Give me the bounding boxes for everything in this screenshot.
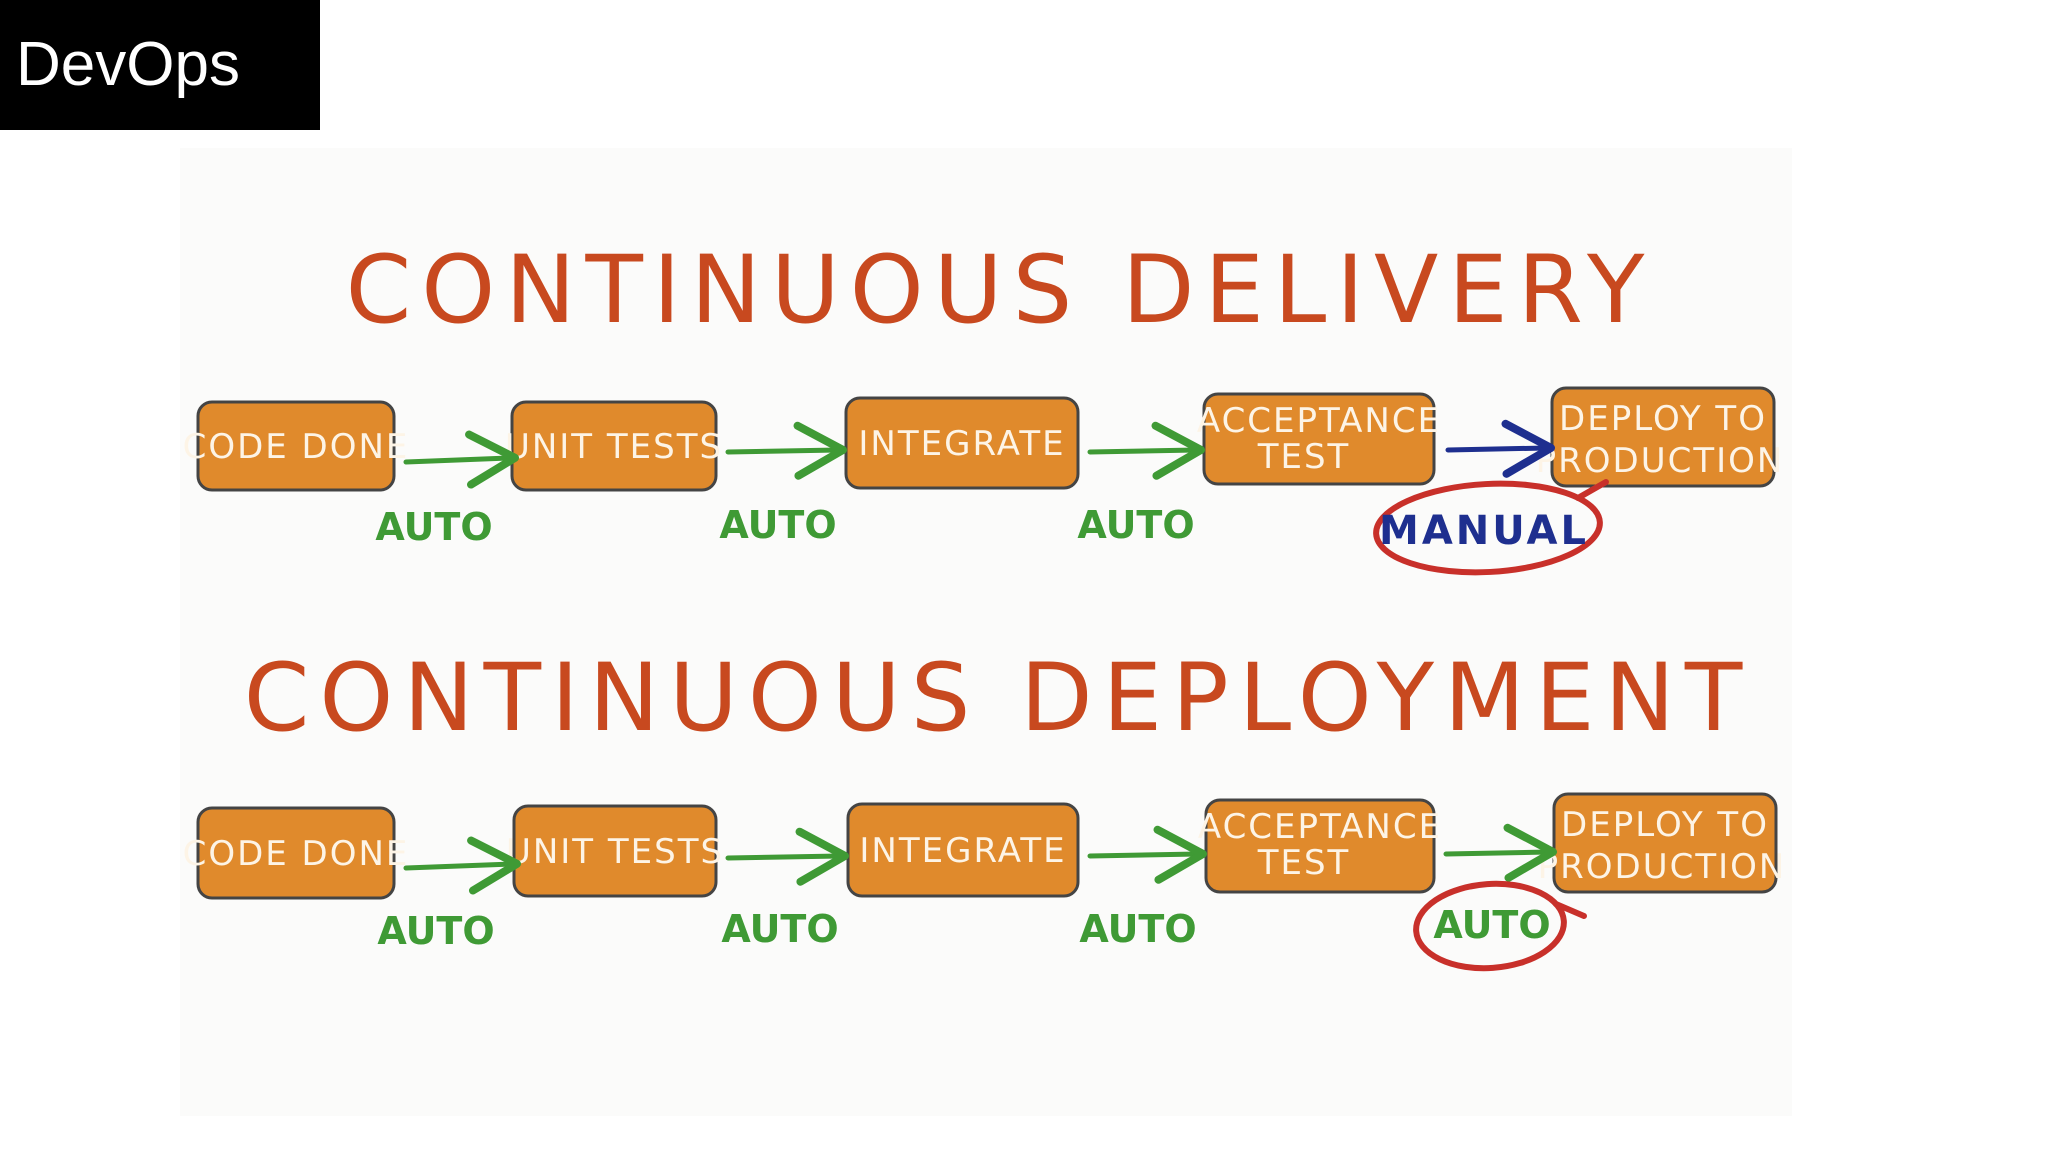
slide-tag: DevOps <box>0 0 320 130</box>
transition-label: AUTO <box>1433 903 1550 947</box>
deployment-step-deploy-to-production: DEPLOY TO PRODUCTION <box>1538 792 1787 894</box>
deployment-section: CONTINUOUS DEPLOYMENT CODE DONE UNIT TES… <box>183 644 1787 972</box>
step-box <box>196 400 396 492</box>
step-label-line2: PRODUCTION <box>1536 441 1785 481</box>
step-label-line2: TEST <box>1257 843 1351 883</box>
auto-arrow <box>725 421 847 480</box>
auto-arrow <box>1087 825 1207 884</box>
delivery-step-code-done: CODE DONE <box>183 400 410 492</box>
deployment-step-integrate: INTEGRATE <box>846 802 1080 898</box>
transition-label: AUTO <box>1077 503 1194 547</box>
step-label-line1: ACCEPTANCE <box>1198 807 1442 847</box>
auto-arrow <box>1443 823 1557 882</box>
delivery-step-deploy-to-production: DEPLOY TO PRODUCTION <box>1536 386 1785 488</box>
step-label: CODE DONE <box>183 427 410 467</box>
step-label: CODE DONE <box>183 834 410 874</box>
step-label: UNIT TESTS <box>506 832 724 872</box>
step-label-line1: DEPLOY TO <box>1559 399 1767 439</box>
step-label: UNIT TESTS <box>505 427 723 467</box>
deployment-step-acceptance-test: ACCEPTANCE TEST <box>1198 798 1442 894</box>
manual-label: MANUAL <box>1379 508 1589 554</box>
transition-label: AUTO <box>1079 907 1196 951</box>
highlight-circle-tail <box>1575 479 1609 501</box>
auto-arrow <box>403 430 519 489</box>
step-box <box>196 806 396 900</box>
step-label-line1: DEPLOY TO <box>1561 805 1769 845</box>
transition-label: AUTO <box>377 909 494 953</box>
step-label-line2: PRODUCTION <box>1538 847 1787 887</box>
delivery-step-integrate: INTEGRATE <box>844 396 1080 490</box>
auto-arrow <box>403 836 521 895</box>
delivery-step-unit-tests: UNIT TESTS <box>505 400 723 492</box>
delivery-step-acceptance-test: ACCEPTANCE TEST <box>1197 392 1441 486</box>
highlight-circle <box>1373 480 1603 576</box>
deployment-step-unit-tests: UNIT TESTS <box>506 804 724 898</box>
transition-label: AUTO <box>721 907 838 951</box>
transition-label: AUTO <box>719 503 836 547</box>
auto-arrow <box>725 827 849 886</box>
diagram-panel <box>180 148 1792 1116</box>
manual-arrow <box>1445 419 1555 478</box>
highlight-circle <box>1413 880 1567 972</box>
step-label: INTEGRATE <box>859 831 1066 871</box>
delivery-title: CONTINUOUS DELIVERY <box>346 236 1655 345</box>
deployment-step-code-done: CODE DONE <box>183 806 410 900</box>
delivery-section: CONTINUOUS DELIVERY CODE DONE UNIT TESTS… <box>183 236 1785 576</box>
auto-arrow <box>1087 421 1205 480</box>
highlight-circle-tail <box>1553 901 1587 919</box>
transition-label: AUTO <box>375 505 492 549</box>
step-label-line2: TEST <box>1257 437 1351 477</box>
step-label-line1: ACCEPTANCE <box>1197 401 1441 441</box>
step-label: INTEGRATE <box>858 424 1065 464</box>
deployment-title: CONTINUOUS DEPLOYMENT <box>244 644 1753 753</box>
